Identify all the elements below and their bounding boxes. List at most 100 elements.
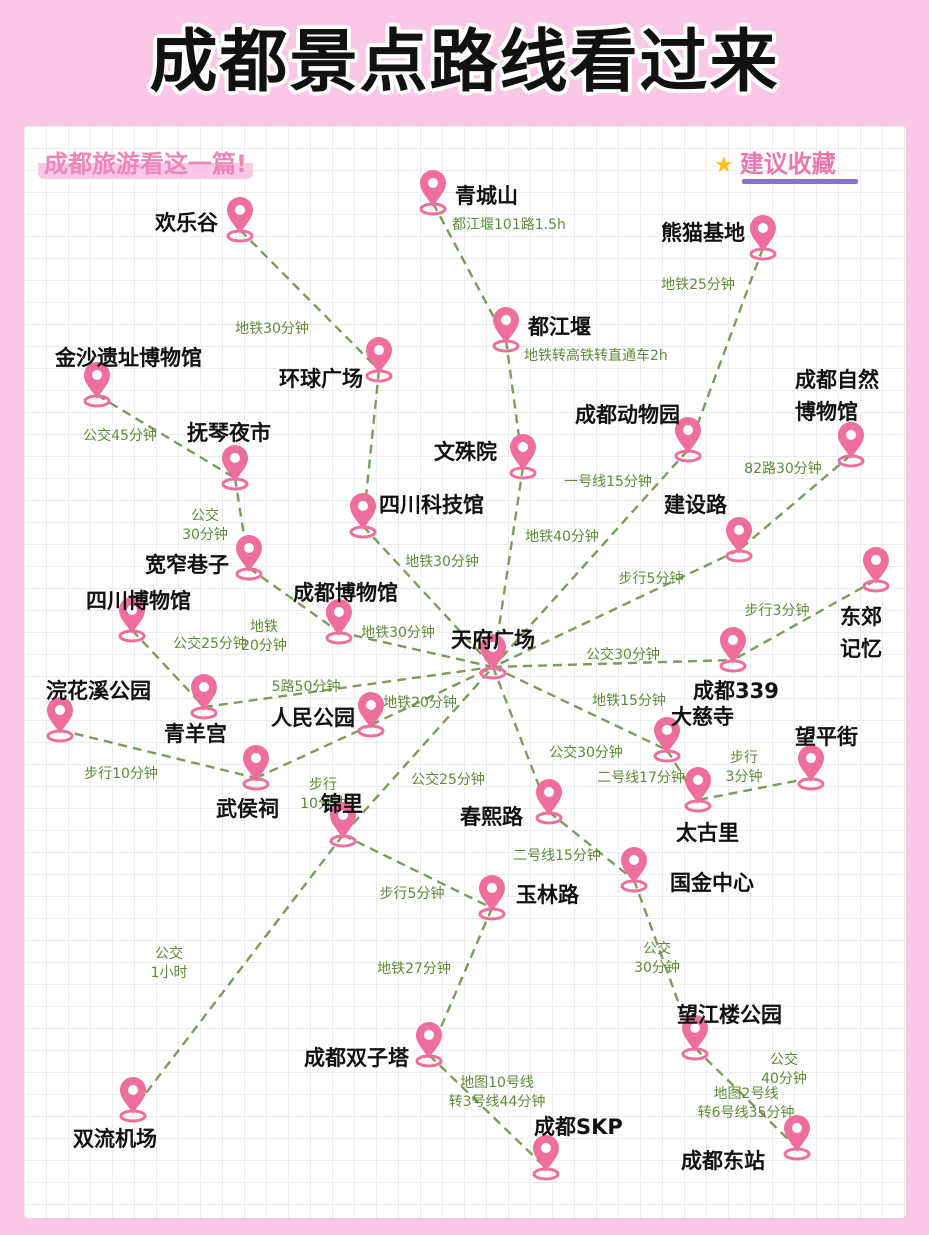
route-line-jinli-yulin xyxy=(342,833,493,910)
pin-body xyxy=(350,493,376,530)
attraction-label-line: 国金中心 xyxy=(670,871,754,895)
map-pin-icon[interactable] xyxy=(83,362,111,408)
map-pin-icon[interactable] xyxy=(242,745,270,791)
map-pin-icon[interactable] xyxy=(620,847,648,893)
pin-dot xyxy=(629,855,639,865)
route-label-line: 3分钟 xyxy=(726,768,763,785)
pin-dot xyxy=(244,543,254,553)
pin-body xyxy=(750,215,776,252)
route-label-line: 82路30分钟 xyxy=(744,460,822,477)
map-pin-icon[interactable] xyxy=(783,1115,811,1161)
map-pin-icon[interactable] xyxy=(221,445,249,491)
map-pin-icon[interactable] xyxy=(862,547,890,593)
attraction-label-jianshe: 建设路 xyxy=(664,493,728,517)
route-line-chengdubwg-tianfu xyxy=(338,630,494,669)
pin-dot xyxy=(792,1123,802,1133)
attraction-label-huanqiu: 环球广场 xyxy=(279,367,363,391)
map-pin-icon[interactable] xyxy=(325,599,353,645)
map-pin-icon[interactable] xyxy=(419,170,447,216)
route-label-line: 20分钟 xyxy=(241,637,287,654)
map-pin-icon[interactable] xyxy=(329,802,357,848)
map-pin-icon[interactable] xyxy=(674,417,702,463)
map-pin-icon[interactable] xyxy=(235,535,263,581)
pin-dot xyxy=(358,501,368,511)
attraction-label-line: 东郊 xyxy=(840,605,882,629)
map-pin-icon[interactable] xyxy=(684,767,712,813)
map-pin-icon[interactable] xyxy=(357,692,385,738)
attraction-label-c339: 成都339 xyxy=(693,679,779,703)
attraction-nodes: 天府广场青城山欢乐谷熊猫基地都江堰环球广场金沙遗址博物馆成都自然博物馆抚琴夜市文… xyxy=(46,170,890,1181)
route-label-line: 二号线17分钟 xyxy=(597,769,685,786)
attraction-label-qingyang: 青羊宫 xyxy=(164,722,227,746)
map-pin-icon[interactable] xyxy=(365,337,393,383)
pin-body xyxy=(621,847,647,884)
pin-body xyxy=(358,692,384,729)
route-label-line: 二号线15分钟 xyxy=(513,847,601,864)
route-line-wuhou-renmin xyxy=(255,723,372,780)
route-label-line: 地铁25分钟 xyxy=(661,276,735,293)
star-icon: ★ xyxy=(714,153,734,178)
pin-dot xyxy=(488,642,498,652)
map-pin-icon[interactable] xyxy=(415,1022,443,1068)
map-pin-icon[interactable] xyxy=(681,1015,709,1061)
attraction-label-line: 浣花溪公园 xyxy=(46,679,151,703)
map-pin-icon[interactable] xyxy=(509,434,537,480)
pin-body xyxy=(119,597,145,634)
route-label: 地铁30分钟 xyxy=(235,320,309,337)
route-label: 地铁30分钟 xyxy=(405,553,479,570)
pin-dot xyxy=(728,635,738,645)
route-label-line: 地铁30分钟 xyxy=(405,553,479,570)
route-label-line: 转6号线35分钟 xyxy=(698,1104,795,1121)
map-pin-icon[interactable] xyxy=(719,627,747,673)
pin-dot xyxy=(690,1023,700,1033)
route-line-sichuanbwg-qingyang xyxy=(131,629,205,708)
route-label-line: 公交25分钟 xyxy=(173,635,247,652)
map-pin-icon[interactable] xyxy=(478,875,506,921)
page-title: 成都景点路线看过来 xyxy=(149,23,780,102)
map-pin-icon[interactable] xyxy=(797,745,825,791)
map-pin-icon[interactable] xyxy=(119,1077,147,1123)
route-line-huanqiu-keji xyxy=(361,369,381,527)
attraction-label-line: 成都SKP xyxy=(534,1115,623,1139)
route-line-jinli-shuangliu xyxy=(132,834,344,1111)
map-pin-icon[interactable] xyxy=(226,197,254,243)
route-label-line: 公交30分钟 xyxy=(586,646,660,663)
attraction-label-line: 玉林路 xyxy=(516,883,580,907)
pin-body xyxy=(685,767,711,804)
map-pin-icon[interactable] xyxy=(837,422,865,468)
route-label-line: 5路50分钟 xyxy=(272,678,341,695)
route-label: 公交30分钟 xyxy=(586,646,660,663)
map-pin-icon[interactable] xyxy=(46,697,74,743)
pin-dot xyxy=(541,1143,551,1153)
attraction-label-line: 宽窄巷子 xyxy=(145,553,229,577)
map-pin-icon[interactable] xyxy=(749,215,777,261)
route-label-line: 步行 xyxy=(730,750,758,766)
map-pin-icon[interactable] xyxy=(349,493,377,539)
attraction-label-chengdubwg: 成都博物馆 xyxy=(293,581,398,605)
route-line-wangping-taiguli xyxy=(697,776,812,802)
route-edge-labels: 都江堰101路1.5h地铁转高铁转直通车2h地铁30分钟地铁25分钟公交45分钟… xyxy=(83,217,822,1121)
pin-dot xyxy=(251,753,261,763)
attraction-label-line: 欢乐谷 xyxy=(154,211,219,235)
attraction-label-line: 成都动物园 xyxy=(575,403,680,427)
route-line-huanhuaxi-wuhou xyxy=(59,728,257,780)
route-label-line: 地铁转高铁转直通车2h xyxy=(524,347,668,364)
route-label: 公交25分钟 xyxy=(173,635,247,652)
map-pin-icon[interactable] xyxy=(532,1135,560,1181)
favorite-badge: ★建议收藏 xyxy=(714,144,836,179)
map-pin-icon[interactable] xyxy=(653,717,681,763)
route-line-qingyang-tianfu xyxy=(203,665,494,709)
attraction-label-line: 成都双子塔 xyxy=(304,1046,410,1070)
pin-dot xyxy=(518,442,528,452)
map-pin-icon[interactable] xyxy=(190,674,218,720)
map-pin-icon[interactable] xyxy=(492,307,520,353)
route-line-jinsha-fuqin xyxy=(96,393,236,480)
route-label: 地铁30分钟 xyxy=(361,624,435,641)
map-pin-icon[interactable] xyxy=(725,517,753,563)
map-pin-icon[interactable] xyxy=(118,597,146,643)
pin-dot xyxy=(127,605,137,615)
map-pin-icon[interactable] xyxy=(479,634,507,680)
map-pin-icon[interactable] xyxy=(535,779,563,825)
